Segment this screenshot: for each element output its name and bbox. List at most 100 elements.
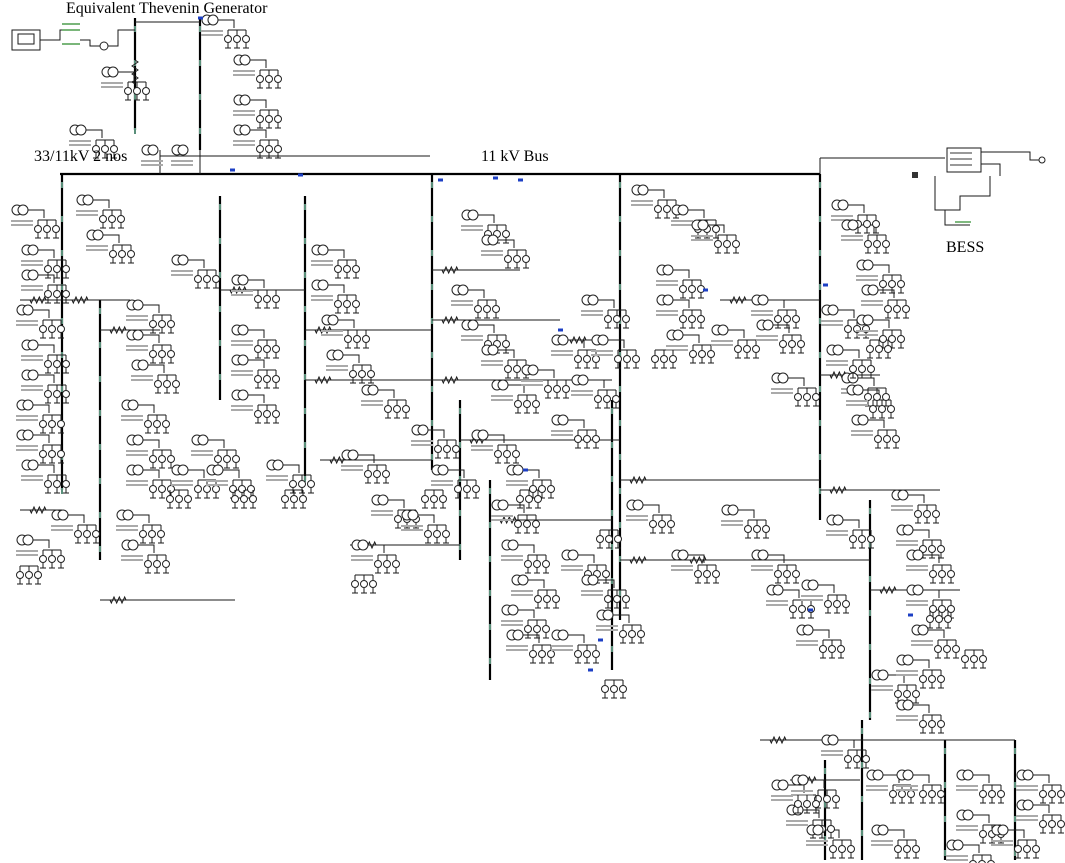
load-symbol: [289, 480, 297, 488]
load-icon: [774, 310, 782, 329]
caption-mark: [491, 515, 513, 517]
transformer-winding: [177, 464, 189, 476]
bus-segment-mark: [99, 444, 101, 450]
load-icon: [57, 415, 65, 434]
caption-mark: [101, 86, 123, 88]
caption-mark: [806, 840, 828, 842]
caption-mark: [311, 299, 333, 301]
load-symbol: [628, 630, 636, 638]
load-symbol: [842, 600, 850, 608]
load-icon: [384, 400, 392, 419]
transformer-winding: [807, 579, 819, 591]
transformer-icon: [371, 494, 393, 516]
load-icon: [256, 110, 264, 129]
bess-block-icon: [912, 147, 1046, 223]
load-icon: [39, 550, 47, 569]
transformer-winding: [367, 384, 379, 396]
breaker-icon: [298, 173, 303, 177]
load-icon: [265, 110, 273, 129]
load-symbol: [233, 35, 241, 43]
caption-mark: [656, 280, 678, 282]
bus-segment-mark: [134, 26, 136, 32]
load-icon: [879, 330, 887, 349]
load-symbol: [547, 485, 555, 493]
load-icon: [203, 480, 211, 499]
load-symbol: [62, 290, 70, 298]
transformer-winding: [357, 539, 369, 551]
load-symbol: [688, 315, 696, 323]
load-icon: [194, 480, 202, 499]
load-icon: [514, 395, 522, 414]
caption-mark: [231, 340, 253, 342]
load-icon: [803, 388, 811, 407]
transformer-winding: [239, 54, 251, 66]
caption-mark: [491, 395, 513, 397]
caption-mark: [21, 289, 43, 291]
bus-segment-mark: [619, 284, 621, 290]
load-icon: [928, 785, 936, 804]
bus-segment-mark: [619, 522, 621, 528]
load-symbol: [979, 830, 987, 838]
bus-segment-mark: [869, 508, 871, 514]
transformer-icon: [1016, 799, 1038, 821]
unit-wire: [188, 259, 205, 268]
load-symbol: [439, 495, 447, 503]
load-icon: [703, 565, 711, 584]
transformer-icon: [791, 774, 813, 796]
bess-wire: [981, 163, 1001, 176]
caption-mark: [871, 840, 893, 842]
load-icon: [48, 550, 56, 569]
unit-wire: [250, 99, 267, 108]
transformer-winding: [827, 304, 839, 316]
load-icon: [613, 310, 621, 329]
load-symbol: [167, 350, 175, 358]
load-symbol: [774, 570, 782, 578]
line-impedance: [879, 585, 897, 595]
caption-mark: [831, 215, 853, 217]
line-impedance: [314, 375, 332, 385]
unit-wire: [388, 499, 405, 508]
line-impedance: [131, 59, 139, 85]
load-symbol: [194, 275, 202, 283]
bus-segment-mark: [304, 272, 306, 278]
bus-segment-mark: [869, 644, 871, 650]
transformer-winding: [27, 269, 39, 281]
caption-mark: [631, 204, 653, 206]
load-icon: [39, 320, 47, 339]
transformer-icon: [121, 539, 143, 561]
load-symbol: [149, 455, 157, 463]
load-symbol: [622, 595, 630, 603]
transformer-icon: [411, 424, 433, 446]
breaker-icon: [230, 168, 235, 172]
load-icon: [849, 360, 857, 379]
unit-wire: [1033, 774, 1050, 783]
caption-mark: [21, 389, 43, 391]
load-icon: [878, 400, 886, 419]
transformer-icon: [16, 534, 38, 556]
transformer-icon: [796, 624, 818, 646]
caption-mark: [401, 525, 423, 527]
load-symbol: [753, 525, 761, 533]
caption-mark: [656, 310, 678, 312]
transformer-winding: [132, 299, 144, 311]
transformer-winding: [902, 654, 914, 666]
bess-meter: [912, 172, 918, 178]
bus-segment-mark: [99, 342, 101, 348]
load-symbol: [812, 393, 820, 401]
transformer-icon: [16, 429, 38, 451]
load-symbol: [888, 280, 896, 288]
load-icon: [534, 590, 542, 609]
caption-mark: [521, 384, 543, 386]
load-symbol: [789, 605, 797, 613]
bus-segment-mark: [99, 478, 101, 484]
load-symbol: [592, 435, 600, 443]
caption-mark: [671, 220, 693, 222]
load-icon: [914, 505, 922, 524]
transformer-icon: [126, 434, 148, 456]
load-icon: [433, 525, 441, 544]
transformer-winding: [22, 429, 34, 441]
transformer-icon: [131, 359, 153, 381]
transformer-winding: [107, 66, 119, 78]
load-symbol: [979, 655, 987, 663]
